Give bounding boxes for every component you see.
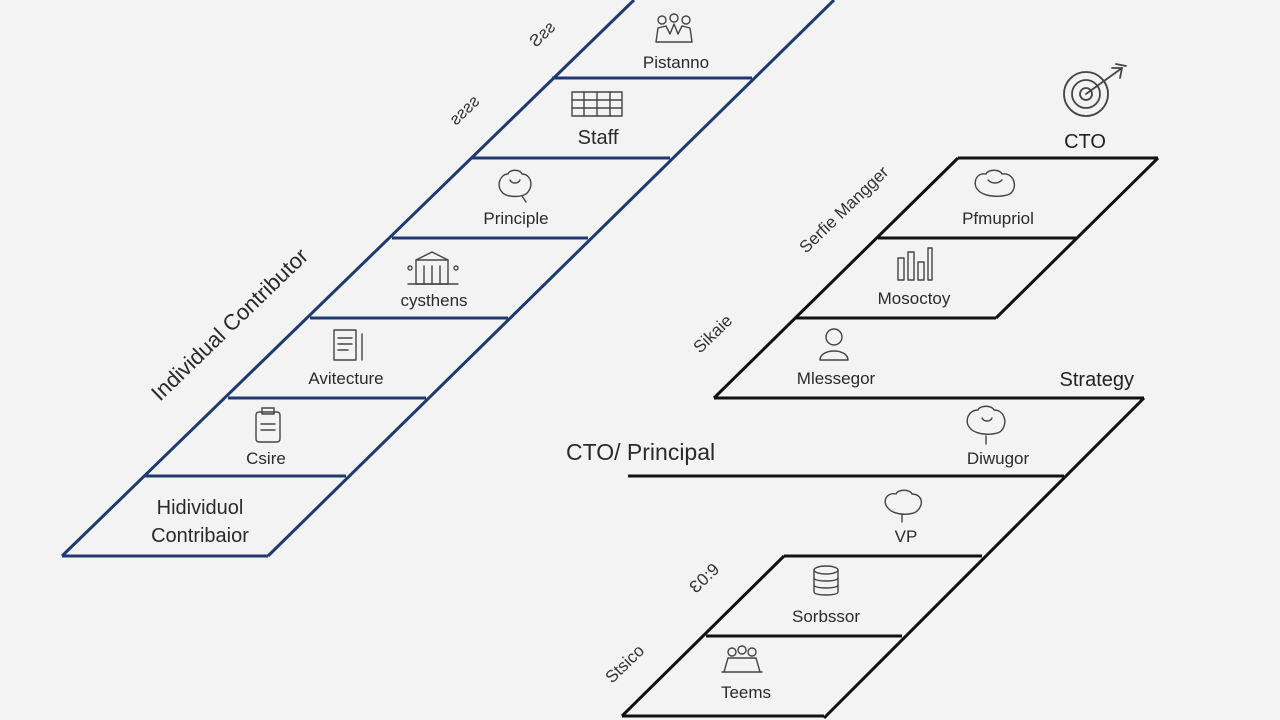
- brain-icon: [974, 169, 1016, 197]
- cto-title: CTO: [1064, 131, 1106, 153]
- mgmt-step-label: VP: [895, 527, 918, 546]
- people-icon: [655, 13, 693, 43]
- mgmt-right-rail: [994, 156, 1160, 320]
- ic-side-label: ƨƨƨƨ: [446, 92, 484, 129]
- mgmt-side-label: Stsico: [602, 641, 649, 687]
- mgmt-left-rail: [620, 554, 786, 718]
- ic-ladder-title: Individual Contributor: [146, 243, 313, 405]
- ic-step-label: Pistanno: [643, 53, 709, 72]
- ic-ladder: [60, 0, 836, 558]
- cto-principal-title: CTO/ Principal: [566, 439, 715, 465]
- mgmt-step-label: Teems: [721, 683, 771, 702]
- grid-icon: [571, 91, 623, 117]
- ic-step-label-bottom-line2: Contribaior: [151, 525, 249, 547]
- ic-step-label: Staff: [578, 127, 619, 149]
- strategy-title: Strategy: [1060, 369, 1134, 391]
- ic-step-label: Principle: [483, 209, 548, 228]
- mgmt-side-label: Sikaie: [690, 311, 737, 357]
- mgmt-side-label: Serfie Mangger: [796, 162, 893, 257]
- mgmt-side-label-lower: Ɛ0:9: [686, 560, 724, 597]
- target-icon: [1063, 63, 1127, 117]
- building-icon: [407, 251, 459, 285]
- mgmt-step-label: Diwugor: [967, 449, 1030, 468]
- ic-step-label: Csire: [246, 449, 286, 468]
- mgmt-ladder-upper: [712, 156, 1160, 400]
- person-icon: [819, 328, 849, 361]
- ic-step-label: cysthens: [400, 291, 467, 310]
- mgmt-right-rail: [822, 396, 1146, 720]
- brain-icon: [966, 405, 1006, 445]
- ic-ladder-left-rail: [60, 0, 636, 558]
- mgmt-left-rail: [712, 156, 960, 400]
- team-icon: [721, 645, 763, 673]
- ic-step-label-bottom-line1: Hidividuol: [157, 497, 244, 519]
- mgmt-step-label: Sorbssor: [792, 607, 860, 626]
- ic-side-label: Ƨƨƨ: [526, 18, 560, 51]
- brain-icon: [498, 169, 532, 203]
- mgmt-step-label: Mlessegor: [797, 369, 876, 388]
- document-icon: [333, 329, 363, 361]
- mgmt-ladder-lower: [620, 396, 1146, 720]
- ic-ladder-right-rail: [266, 0, 836, 558]
- mgmt-step-label: Pfmupriol: [962, 209, 1034, 228]
- brain-icon: [884, 489, 923, 523]
- ic-step-label: Avitecture: [308, 369, 383, 388]
- clipboard-icon: [255, 407, 281, 443]
- mgmt-step-label: Mosoctoy: [878, 289, 951, 308]
- database-icon: [813, 565, 839, 596]
- chart-icon: [897, 247, 933, 281]
